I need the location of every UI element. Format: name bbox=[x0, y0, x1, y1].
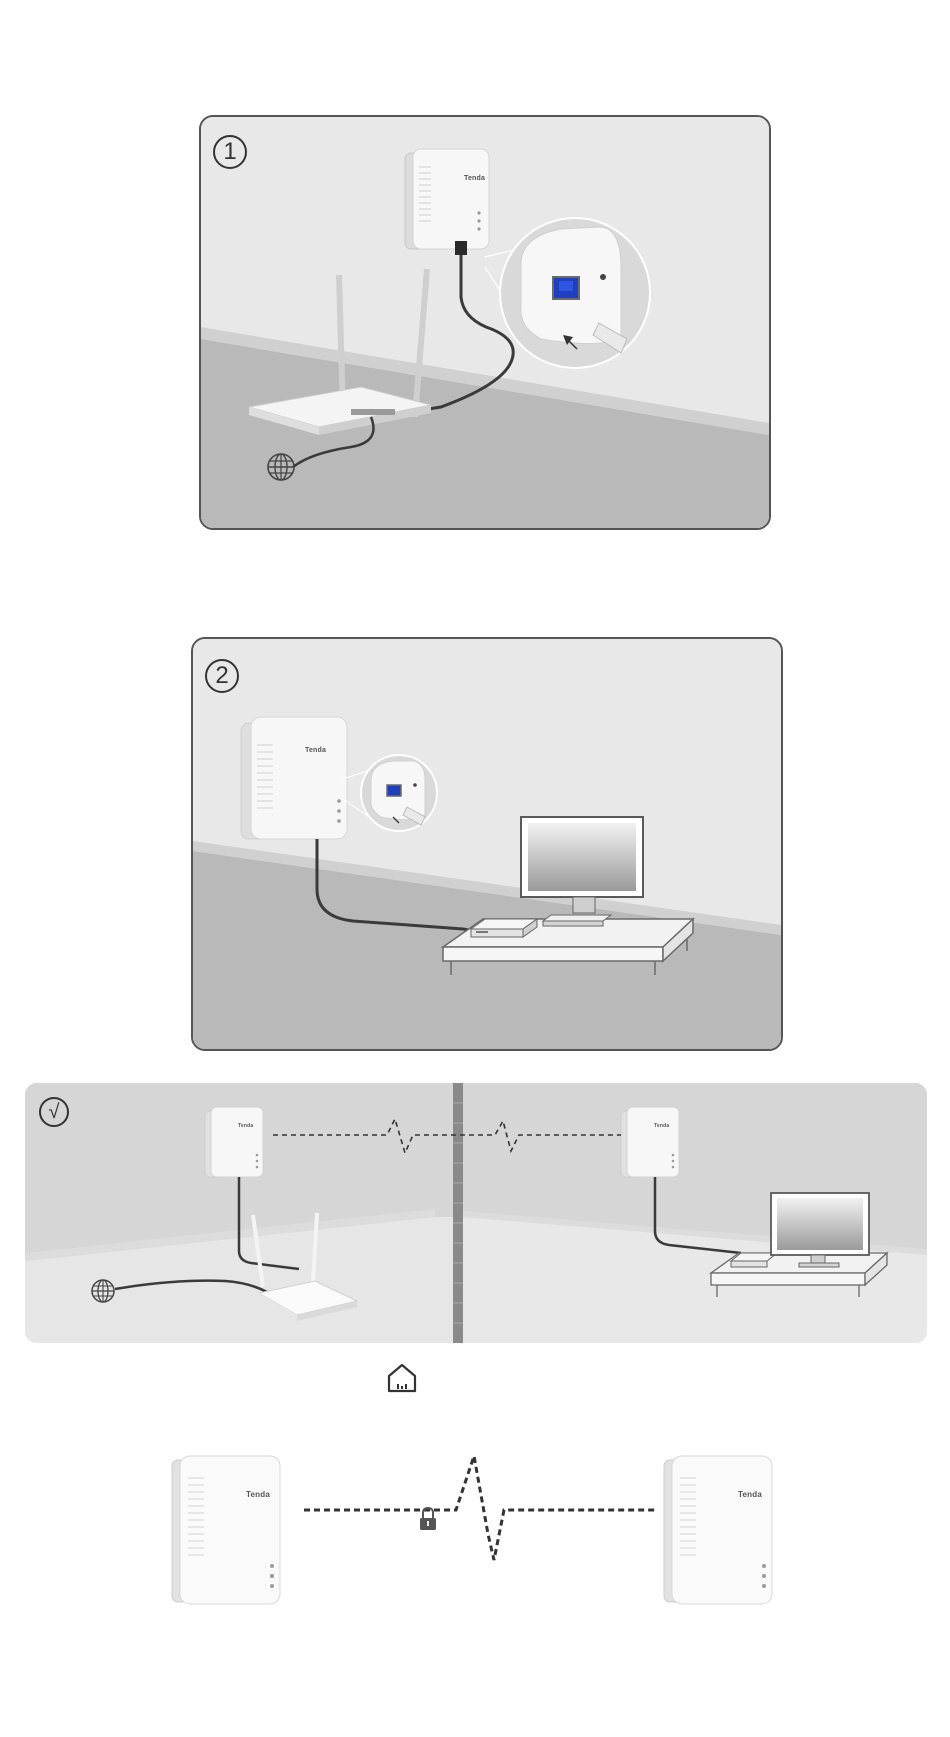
globe-icon bbox=[92, 1280, 114, 1302]
device-brand-label: Tenda bbox=[654, 1123, 669, 1129]
port-zoom-detail bbox=[361, 755, 437, 831]
port-zoom-detail bbox=[500, 218, 650, 368]
device-brand-label: Tenda bbox=[246, 1490, 270, 1499]
powerline-adapter bbox=[405, 149, 489, 249]
powerline-adapter-right bbox=[621, 1107, 679, 1177]
step-number-badge: 1 bbox=[213, 135, 247, 169]
wall-divider bbox=[453, 1083, 463, 1343]
powerline-adapter-left bbox=[172, 1456, 280, 1604]
success-check-badge: √ bbox=[39, 1097, 69, 1127]
set-top-box bbox=[471, 919, 537, 937]
step-1-panel: Tenda 1 bbox=[199, 115, 771, 530]
device-brand-label: Tenda bbox=[305, 747, 326, 754]
step-number-badge: 2 bbox=[205, 659, 239, 693]
step-2-illustration bbox=[193, 639, 781, 1049]
globe-icon bbox=[268, 454, 294, 480]
device-brand-label: Tenda bbox=[238, 1123, 253, 1129]
device-brand-label: Tenda bbox=[738, 1490, 762, 1499]
device-brand-label: Tenda bbox=[464, 175, 485, 182]
powerline-adapter-left bbox=[205, 1107, 263, 1177]
pairing-diagram: Tenda Tenda bbox=[170, 1448, 780, 1618]
result-illustration bbox=[25, 1083, 927, 1343]
powerline-adapter-right bbox=[664, 1456, 772, 1604]
ethernet-port-icon bbox=[387, 785, 401, 796]
home-icon bbox=[385, 1362, 419, 1394]
powerline-adapter bbox=[241, 717, 347, 839]
step-2-panel: Tenda 2 bbox=[191, 637, 783, 1051]
result-panel: Tenda Tenda √ bbox=[25, 1083, 927, 1343]
powerline-signal-icon bbox=[304, 1456, 656, 1560]
